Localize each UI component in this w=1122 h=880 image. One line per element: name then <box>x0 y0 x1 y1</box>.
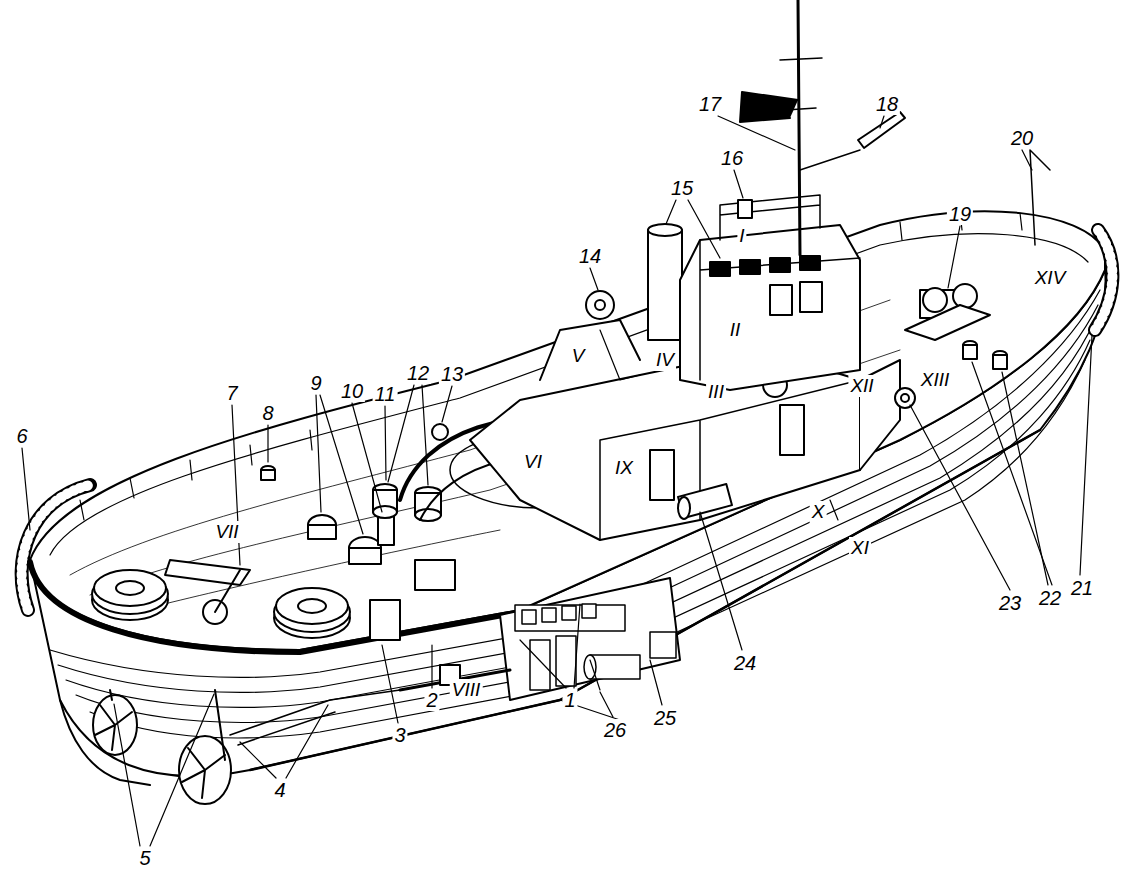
callout-number: 2 <box>424 689 439 711</box>
compartment-numeral: VII <box>213 521 240 543</box>
callout-number: 21 <box>1069 577 1095 599</box>
compartment-numeral: VI <box>522 451 544 473</box>
compartment-numeral: XIV <box>1033 267 1068 289</box>
compartment-numeral: X <box>810 501 827 523</box>
callout-number: 13 <box>439 363 465 385</box>
compartment-numeral: II <box>728 319 743 341</box>
callout-number: 15 <box>669 177 695 199</box>
callout-number: 3 <box>392 724 407 746</box>
callout-number: 9 <box>308 372 323 394</box>
callout-number: 23 <box>997 592 1023 614</box>
callout-number: 24 <box>732 652 758 674</box>
compartment-numeral: IX <box>613 457 635 479</box>
callout-number: 26 <box>602 719 628 741</box>
compartment-numeral: I <box>737 225 746 247</box>
callout-number: 4 <box>272 779 287 801</box>
callout-number: 16 <box>719 147 745 169</box>
callout-number: 18 <box>874 93 900 115</box>
callout-number: 22 <box>1037 587 1063 609</box>
callout-number: 1 <box>562 689 577 711</box>
compartment-numeral: V <box>570 345 587 367</box>
compartment-numeral: III <box>706 381 726 403</box>
callout-number: 25 <box>652 707 678 729</box>
callout-number: 12 <box>405 362 431 384</box>
callout-number: 11 <box>373 383 398 405</box>
callout-number: 8 <box>260 402 275 424</box>
callout-number: 7 <box>224 382 239 404</box>
callout-number: 5 <box>137 847 152 869</box>
compartment-numeral: XIII <box>919 369 952 391</box>
callout-number: 14 <box>577 245 603 267</box>
callout-number: 17 <box>697 93 723 115</box>
compartment-numeral: XII <box>848 375 875 397</box>
compartment-numeral: VIII <box>450 679 483 701</box>
compartment-numeral: IV <box>654 349 676 371</box>
callout-number: 20 <box>1009 127 1035 149</box>
compartment-numeral: XI <box>849 537 871 559</box>
callout-number: 19 <box>947 203 973 225</box>
callout-number: 6 <box>14 425 29 447</box>
callout-number: 10 <box>339 380 365 402</box>
